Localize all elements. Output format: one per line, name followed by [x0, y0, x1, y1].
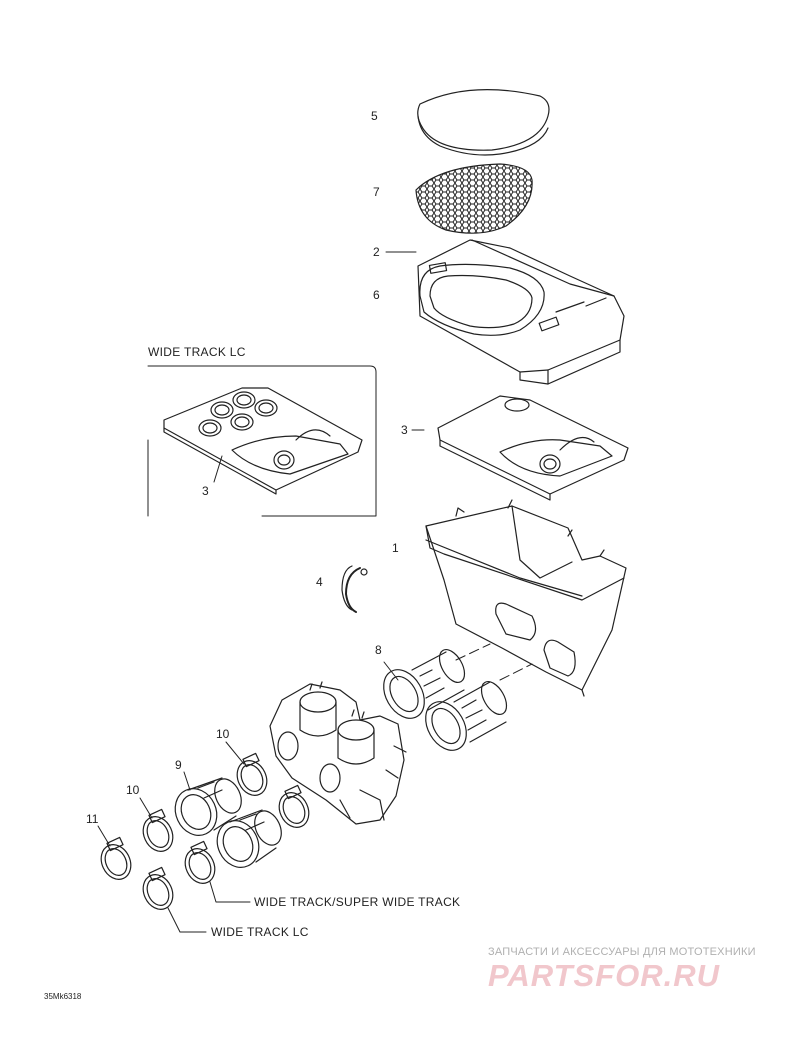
- carb-adaptor-boot-upper: [383, 649, 466, 719]
- rubber-boot-9-lower: [216, 809, 282, 868]
- alignment-lines: [455, 643, 533, 681]
- rubber-boot-9-upper: [174, 777, 242, 836]
- silencer-cover: [417, 239, 625, 385]
- mesh-screen: [415, 163, 533, 234]
- carb-adaptor-boot-lower: [425, 681, 508, 751]
- airbox: [425, 499, 627, 697]
- spring-clip: [341, 565, 368, 613]
- silencer-base-plate: [437, 395, 629, 501]
- watermark-tagline: ЗАПЧАСТИ И АКСЕССУАРЫ ДЛЯ МОТОТЕХНИКИ: [488, 946, 756, 958]
- watermark-logo: PARTSFOR.RU: [488, 958, 721, 993]
- wide-track-lc-inset: [147, 365, 377, 517]
- callout-8: 8: [375, 643, 382, 657]
- callout-1: 1: [392, 541, 399, 555]
- hose-clamp-10-bottom: [184, 840, 216, 884]
- callout-3: 3: [401, 423, 408, 437]
- callout-6: 6: [373, 288, 380, 302]
- callout-7: 7: [373, 185, 380, 199]
- hose-clamp-10-right: [278, 784, 310, 828]
- hose-clamp-10-upper: [236, 752, 268, 796]
- callout-10-upper: 10: [216, 727, 230, 741]
- leader-lines: [97, 251, 425, 933]
- caption-wide-track-lc-bottom: WIDE TRACK LC: [211, 925, 309, 939]
- drawing-code: 35Mk6318: [44, 992, 82, 1001]
- hose-clamp-11-upper: [100, 836, 132, 880]
- callout-9: 9: [175, 758, 182, 772]
- carburetor-assembly: [269, 681, 407, 825]
- callout-10-lower: 10: [126, 783, 140, 797]
- caption-wide-track-super: WIDE TRACK/SUPER WIDE TRACK: [254, 895, 461, 909]
- callout-4: 4: [316, 575, 323, 589]
- caption-wide-track-lc-box: WIDE TRACK LC: [148, 345, 246, 359]
- callout-5: 5: [371, 109, 378, 123]
- hose-clamp-10-lower: [142, 808, 174, 852]
- hose-clamp-11-lower: [142, 866, 174, 910]
- callout-11: 11: [86, 812, 99, 826]
- callout-3-inset: 3: [202, 484, 209, 498]
- foam-filter-pad: [417, 89, 550, 156]
- callout-2: 2: [373, 245, 380, 259]
